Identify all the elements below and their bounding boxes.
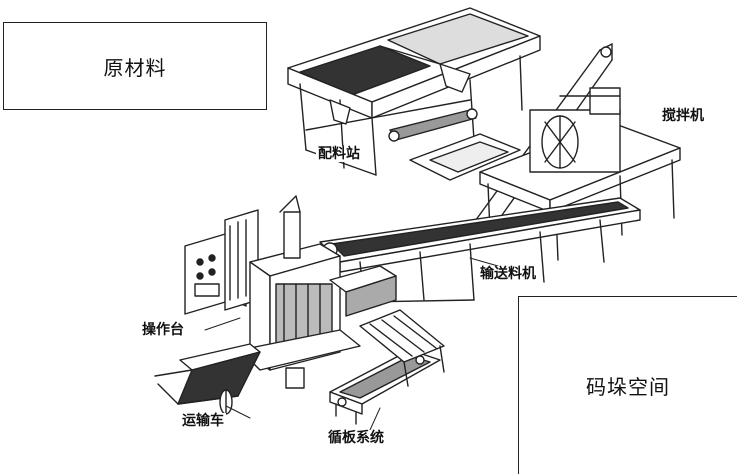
stacking-space-box: 码垛空间 bbox=[518, 296, 737, 474]
block-machine-drawing bbox=[184, 195, 397, 389]
transport-cart-drawing bbox=[154, 343, 261, 415]
mixer-label: 搅拌机 bbox=[660, 108, 706, 124]
batching-station-label: 配料站 bbox=[316, 146, 362, 162]
pallet-system-drawing bbox=[329, 309, 445, 425]
conveyor-label: 输送料机 bbox=[478, 266, 538, 282]
leader-lines bbox=[204, 257, 499, 431]
pallet-system-label: 循板系统 bbox=[326, 430, 386, 446]
transport-cart-label: 运输车 bbox=[180, 413, 226, 429]
raw-material-box: 原材料 bbox=[3, 22, 267, 110]
control-panel-label: 操作台 bbox=[140, 322, 186, 338]
batching-station-drawing bbox=[287, 7, 541, 176]
mixer-drawing bbox=[409, 43, 681, 261]
